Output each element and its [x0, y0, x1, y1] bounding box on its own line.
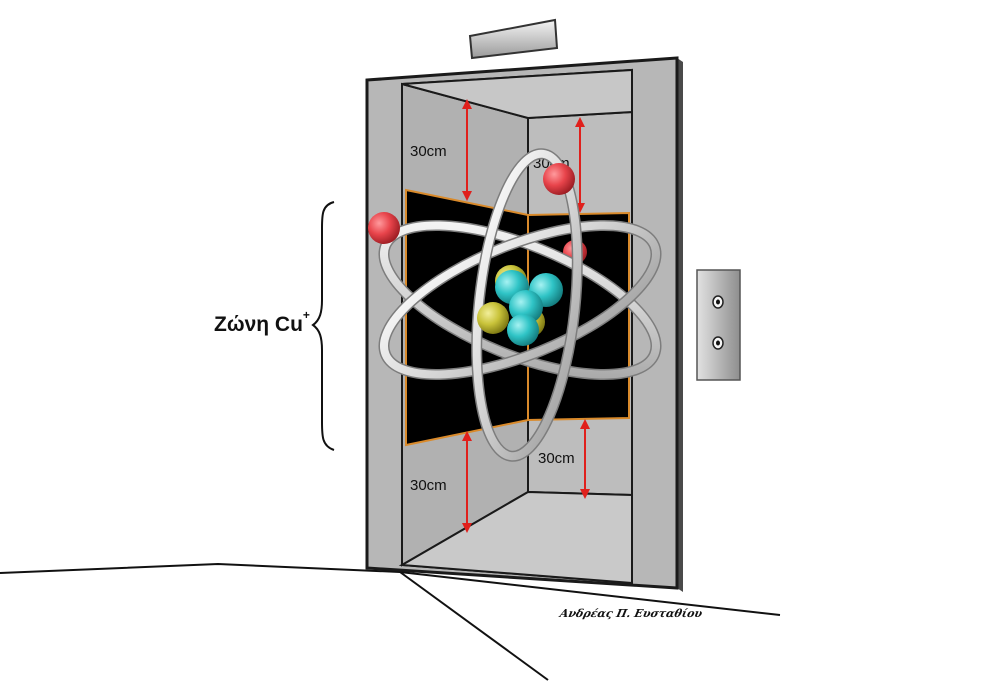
- zone-label: Ζώνη Cu+: [214, 308, 310, 337]
- elevator-call-buttons-icon: [696, 269, 741, 381]
- floor-line-front: [399, 571, 549, 681]
- zone-name: Ζώνη Cu: [214, 313, 303, 336]
- dimension-label-bottom-left: 30cm: [410, 477, 447, 494]
- author-signature: Ανδρέας Π. Ευσταθίου: [558, 607, 704, 620]
- atom-icon: [368, 148, 662, 462]
- floor-line: [0, 562, 781, 616]
- elevator-sign-icon: [468, 18, 559, 60]
- dimension-label-top-left: 30cm: [410, 143, 447, 160]
- dimension-label-bottom-right: 30cm: [538, 450, 575, 467]
- curly-brace-icon: [311, 201, 335, 451]
- ion-charge: +: [302, 308, 310, 322]
